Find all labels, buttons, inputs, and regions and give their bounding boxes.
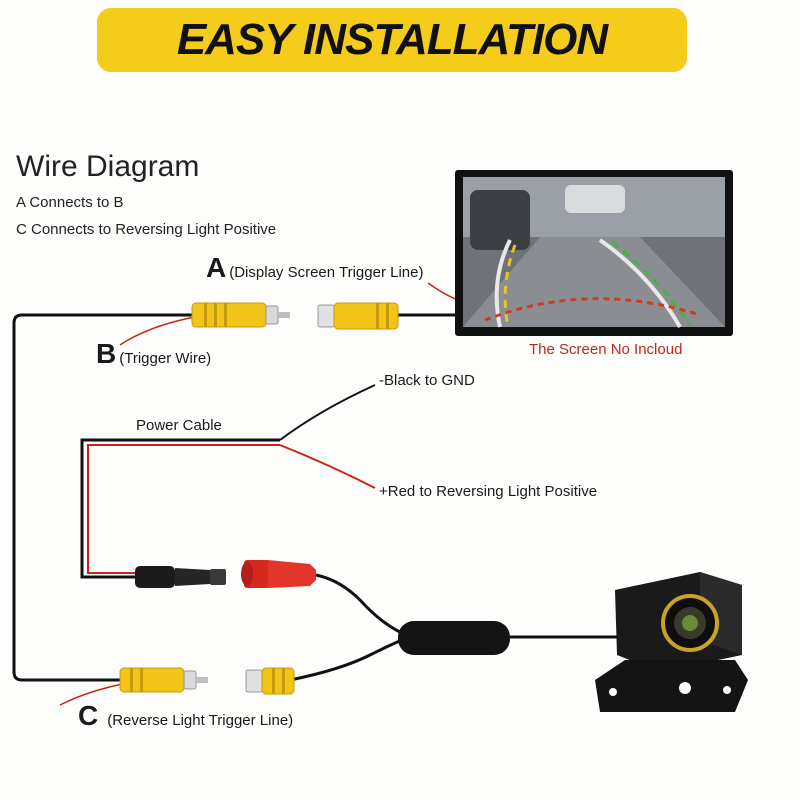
rca-connector-c-female: [245, 667, 295, 695]
backup-camera: [595, 572, 748, 712]
socket-to-box-wire: [315, 573, 401, 634]
power-cable-black: [80, 438, 280, 579]
positive-branch-wire: [279, 444, 376, 489]
positive-label: +Red to Reversing Light Positive: [379, 483, 598, 500]
power-cable-red: [87, 444, 280, 574]
trigger-loop-wire: [12, 313, 195, 682]
label-a-text: (Display Screen Trigger Line): [229, 264, 424, 281]
banner-title: EASY INSTALLATION: [176, 15, 608, 64]
label-a-letter: A: [206, 252, 227, 283]
label-b: B(Trigger Wire): [96, 338, 211, 370]
label-c-letter: C: [78, 700, 99, 731]
screen-not-included-note: The Screen No Incloud: [529, 341, 683, 358]
rca-connector-a: [317, 302, 399, 330]
label-b-letter: B: [96, 338, 117, 369]
rca-connector-c: [119, 667, 208, 693]
rca-connector-b: [191, 302, 290, 328]
diagram-title: Wire Diagram: [16, 150, 200, 183]
title-banner: EASY INSTALLATION: [97, 8, 687, 72]
label-c: C (Reverse Light Trigger Line): [78, 700, 293, 732]
gnd-label: -Black to GND: [379, 372, 475, 389]
gnd-branch-wire: [279, 384, 376, 441]
instruction-line-2: C Connects to Reversing Light Positive: [16, 221, 277, 238]
b-leader-line: [119, 315, 201, 346]
label-a: A(Display Screen Trigger Line): [206, 252, 423, 284]
dc-power-socket: [241, 560, 316, 588]
a-leader-line: [427, 282, 459, 301]
label-b-text: (Trigger Wire): [119, 350, 212, 367]
instruction-line-1: A Connects to B: [16, 194, 124, 211]
control-box: [398, 621, 510, 655]
label-c-text: (Reverse Light Trigger Line): [107, 712, 294, 729]
rca-c2-to-box-wire: [289, 638, 403, 682]
dc-power-plug: [135, 566, 226, 588]
power-cable-label: Power Cable: [136, 417, 222, 434]
display-screen: [455, 170, 733, 336]
